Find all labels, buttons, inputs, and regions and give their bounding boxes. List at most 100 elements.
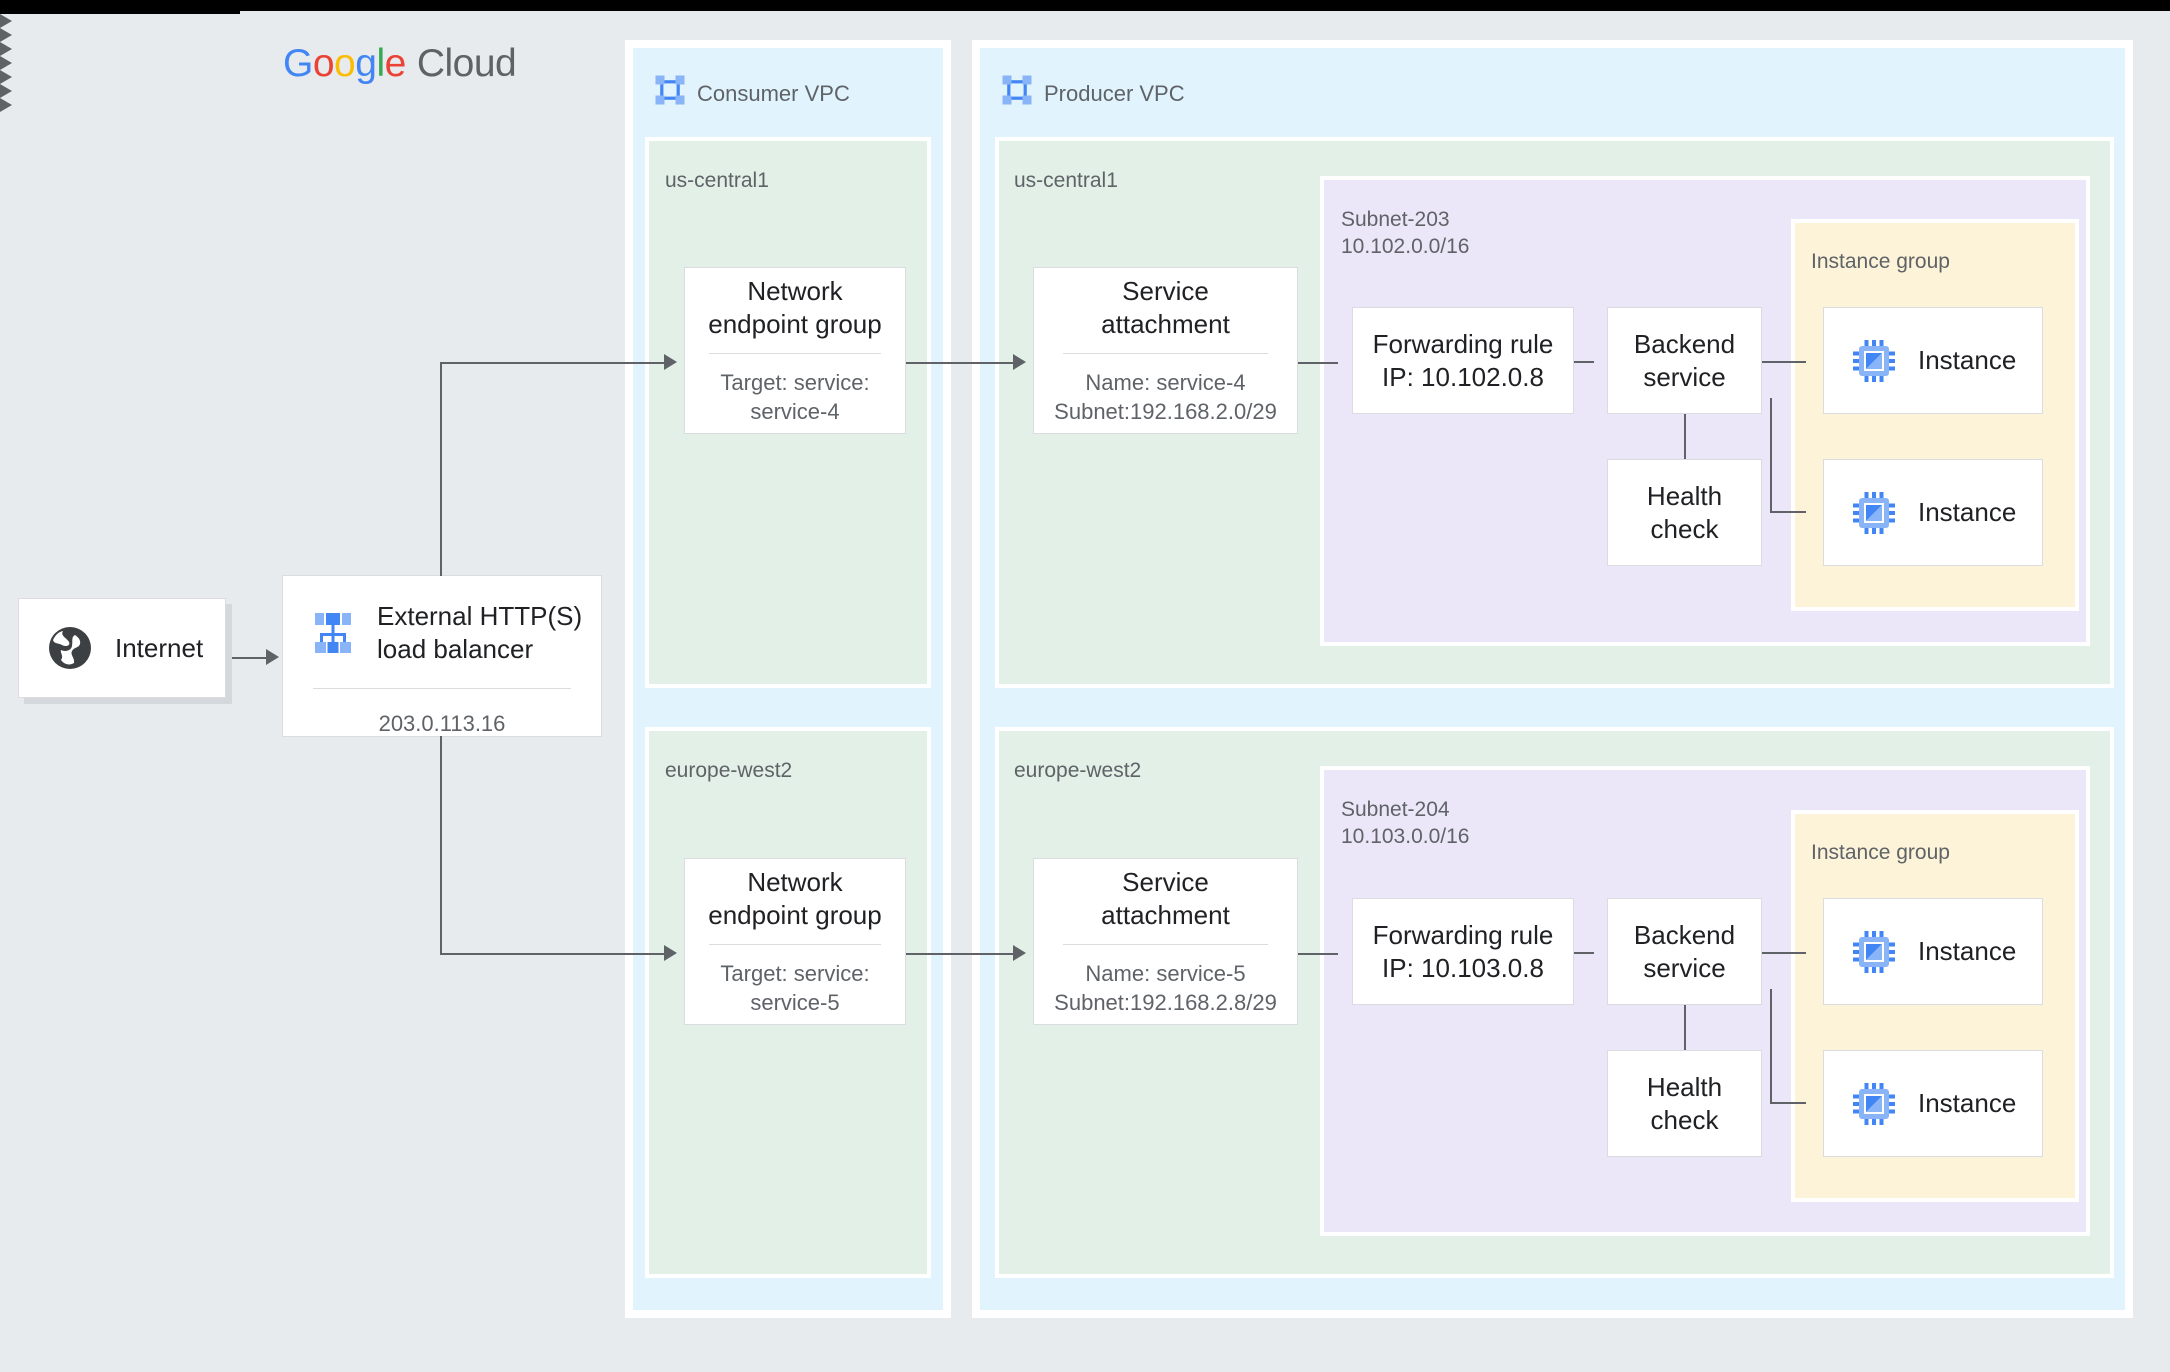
- connector-bs-to-healthcheck-us-central1: [1684, 414, 1686, 459]
- connector-bs-to-instance2-europe-west2: [1770, 1102, 1806, 1104]
- connector-fr-to-bs-us-central1: [1574, 361, 1594, 363]
- producer-vpc-title: Producer VPC: [1044, 81, 1185, 106]
- instance-chip-icon: [1853, 339, 1895, 382]
- node-instance-europe-west2-2[interactable]: Instance: [1823, 1050, 2043, 1157]
- lb-header: External HTTP(S) load balancer: [283, 576, 601, 666]
- lb-divider: [313, 687, 571, 689]
- vpc-network-icon: [1002, 75, 1032, 105]
- logo-letter-g2: g: [355, 42, 377, 85]
- node-divider: [1062, 944, 1269, 946]
- instance-chip-icon: [1853, 491, 1895, 534]
- node-title: Forwarding rule IP: 10.103.0.8: [1372, 920, 1554, 983]
- subnet-203-label: Subnet-203 10.102.0.0/16: [1341, 208, 1470, 258]
- node-subtext: Name: service-4 Subnet:192.168.2.0/29: [1054, 370, 1277, 424]
- connector-bs-to-instance2-us-central1: [1770, 511, 1806, 513]
- node-title: Service attachment: [1101, 276, 1230, 339]
- instance-chip-icon: [1853, 1082, 1895, 1125]
- lb-ip: 203.0.113.16: [378, 710, 506, 736]
- node-subtext: Target: service: service-4: [720, 370, 870, 424]
- arrowhead-bs-to-instance1-europe-west2: [0, 84, 2170, 98]
- node-service-attachment-us-central1[interactable]: Service attachment Name: service-4 Subne…: [1033, 267, 1298, 434]
- node-title: Network endpoint group: [708, 867, 882, 930]
- region-label-producer-europe-west2: europe-west2: [1014, 759, 1142, 782]
- top-black-bar-step: [0, 11, 240, 14]
- node-title: Backend service: [1633, 920, 1736, 983]
- instance-label: Instance: [1918, 936, 2017, 967]
- vpc-network-icon: [655, 75, 685, 105]
- instance-label: Instance: [1918, 345, 2017, 376]
- connector-lb-to-neg-us-central1: [440, 362, 672, 364]
- node-network-endpoint-group-europe-west2[interactable]: Network endpoint group Target: service: …: [684, 858, 906, 1025]
- node-forwarding-rule-europe-west2[interactable]: Forwarding rule IP: 10.103.0.8: [1352, 898, 1574, 1005]
- instance-chip-icon: [1853, 930, 1895, 973]
- region-label-consumer-europe-west2: europe-west2: [665, 759, 793, 782]
- connector-bs-to-instance1-europe-west2: [1762, 952, 1806, 954]
- internet-label: Internet: [115, 632, 204, 663]
- connector-bs-down-europe-west2: [1770, 989, 1772, 1104]
- node-backend-service-europe-west2[interactable]: Backend service: [1607, 898, 1762, 1005]
- logo-word-cloud: Cloud: [416, 42, 517, 85]
- node-instance-us-central1-2[interactable]: Instance: [1823, 459, 2043, 566]
- node-health-check-europe-west2[interactable]: Health check: [1607, 1050, 1762, 1157]
- lb-title: External HTTP(S) load balancer: [377, 601, 583, 664]
- instance-label: Instance: [1918, 497, 2017, 528]
- arrowhead-internet-to-lb: [266, 649, 279, 665]
- connector-fr-to-bs-europe-west2: [1574, 952, 1594, 954]
- connector-sa-to-fr-europe-west2: [1298, 953, 1338, 955]
- node-title: Service attachment: [1101, 867, 1230, 930]
- connector-internet-to-lb: [232, 657, 268, 659]
- globe-icon: [49, 627, 91, 669]
- node-divider: [1062, 353, 1269, 355]
- node-title: Network endpoint group: [708, 276, 882, 339]
- connector-bs-to-healthcheck-europe-west2: [1684, 1005, 1686, 1050]
- connector-lb-to-neg-europe-west2: [440, 953, 672, 955]
- node-divider: [709, 944, 881, 946]
- logo-letter-g: G: [283, 42, 313, 85]
- node-title: Backend service: [1633, 329, 1736, 392]
- arrowhead-neg-to-sa-us-central1: [1013, 354, 1026, 370]
- node-title: Forwarding rule IP: 10.102.0.8: [1372, 329, 1554, 392]
- load-balancer-icon: [315, 612, 351, 653]
- node-divider: [709, 353, 881, 355]
- top-black-bar: [0, 0, 2170, 11]
- node-health-check-us-central1[interactable]: Health check: [1607, 459, 1762, 566]
- arrowhead-bs-to-instance1-us-central1: [0, 28, 2170, 42]
- node-internet[interactable]: Internet: [18, 598, 226, 698]
- node-external-http-load-balancer[interactable]: External HTTP(S) load balancer 203.0.113…: [282, 575, 602, 737]
- region-label-consumer-us-central1: us-central1: [665, 169, 769, 192]
- node-instance-europe-west2-1[interactable]: Instance: [1823, 898, 2043, 1005]
- arrowhead-sa-to-fr-europe-west2: [0, 56, 2170, 70]
- arrowhead-fr-to-bs-us-central1: [0, 14, 2170, 28]
- node-instance-us-central1-1[interactable]: Instance: [1823, 307, 2043, 414]
- logo-letter-o1: o: [312, 42, 335, 85]
- connector-neg-to-sa-europe-west2: [906, 953, 1018, 955]
- node-subtext: Name: service-5 Subnet:192.168.2.8/29: [1054, 961, 1277, 1015]
- connector-bs-down-us-central1: [1770, 398, 1772, 513]
- logo-letter-e: e: [384, 42, 407, 85]
- arrowhead-lb-to-neg-us-central1: [664, 354, 677, 370]
- subnet-204-label: Subnet-204 10.103.0.0/16: [1341, 798, 1470, 848]
- arrowhead-lb-to-neg-europe-west2: [664, 945, 677, 961]
- instance-label: Instance: [1918, 1088, 2017, 1119]
- connector-lb-down-vertical: [440, 736, 442, 955]
- arrowhead-bs-to-instance2-europe-west2: [0, 98, 2170, 112]
- node-network-endpoint-group-us-central1[interactable]: Network endpoint group Target: service: …: [684, 267, 906, 434]
- logo-letter-l: l: [376, 42, 385, 85]
- region-label-producer-us-central1: us-central1: [1014, 169, 1118, 192]
- instance-group-label-us-central1: Instance group: [1811, 250, 1950, 273]
- connector-bs-to-instance1-us-central1: [1762, 361, 1806, 363]
- arrowhead-bs-to-instance2-us-central1: [0, 42, 2170, 56]
- node-title: Health check: [1646, 1072, 1723, 1135]
- connector-lb-up-vertical: [440, 363, 442, 576]
- logo-letter-o2: o: [334, 42, 356, 85]
- node-backend-service-us-central1[interactable]: Backend service: [1607, 307, 1762, 414]
- consumer-vpc-title: Consumer VPC: [697, 81, 850, 106]
- arrowhead-neg-to-sa-europe-west2: [1013, 945, 1026, 961]
- connector-neg-to-sa-us-central1: [906, 362, 1018, 364]
- node-forwarding-rule-us-central1[interactable]: Forwarding rule IP: 10.102.0.8: [1352, 307, 1574, 414]
- node-subtext: Target: service: service-5: [720, 961, 870, 1015]
- node-service-attachment-europe-west2[interactable]: Service attachment Name: service-5 Subne…: [1033, 858, 1298, 1025]
- connector-sa-to-fr-us-central1: [1298, 362, 1338, 364]
